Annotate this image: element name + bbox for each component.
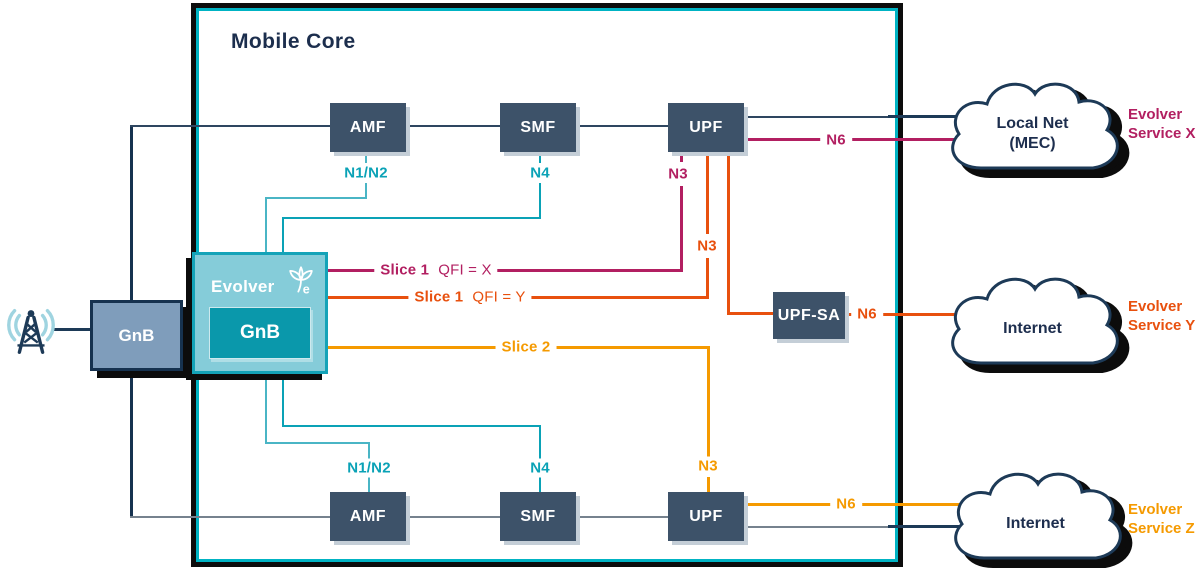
node-upf-top: UPF: [668, 103, 744, 152]
connector-slice1y: [706, 152, 709, 234]
node-smf-top: SMF: [500, 103, 576, 152]
cloud-local-net: Local Net (MEC): [935, 68, 1130, 200]
connector-n4-bottom: [282, 425, 541, 427]
node-upf-bottom: UPF: [668, 492, 744, 541]
label-slice1-qfi-y: Slice 1 QFI = Y: [408, 287, 532, 307]
cloud-label: Internet: [1003, 320, 1062, 337]
connector-n4-top: [539, 183, 541, 219]
label-n3-top-x: N3: [662, 164, 694, 184]
label-slice2: Slice 2: [495, 337, 557, 357]
node-label: AMF: [349, 118, 387, 136]
evolver-sprout-logo-icon: e: [283, 260, 319, 303]
connector-n4-bottom: [539, 425, 541, 459]
connector-n6-top: [744, 138, 962, 141]
node-label: UPF-SA: [777, 306, 841, 324]
connector-n4-top: [282, 217, 541, 219]
connector-n1n2-bottom: [368, 442, 370, 459]
connector-n1n2-top: [265, 197, 267, 252]
connector-upf-to-upfsa: [727, 312, 773, 315]
connector-n4-bottom: [282, 368, 284, 427]
label-n6-top: N6: [820, 130, 852, 150]
connector-slice1y: [706, 258, 709, 299]
connector-top-row: [130, 125, 702, 127]
label-n6-mid: N6: [851, 304, 883, 324]
label-n4-top: N4: [524, 163, 556, 183]
connector-n4-bottom: [539, 477, 541, 492]
connector-upf-top-right: [744, 116, 890, 118]
node-amf-top: AMF: [330, 103, 406, 152]
service-line: Service Y: [1128, 316, 1196, 334]
service-line: Evolver: [1128, 501, 1183, 518]
label-evolver-service-z: Evolver Service Z: [1128, 501, 1195, 539]
label-evolver-service-x: Evolver Service X: [1128, 106, 1196, 144]
label-n1n2-top: N1/N2: [338, 163, 394, 183]
connector-n6-mid: [845, 313, 963, 316]
connector-n1n2-bottom: [265, 442, 370, 444]
connector-n4-top: [282, 217, 284, 252]
cloud-label: (MEC): [1009, 135, 1056, 152]
node-gnb-inner: GnB: [209, 307, 311, 359]
connector-bottom-row: [130, 516, 702, 518]
node-label: UPF: [689, 118, 723, 136]
connector-upf-bottom-right: [744, 526, 890, 528]
node-label: AMF: [349, 507, 387, 525]
slice-detail: QFI = Y: [472, 288, 526, 306]
slice-detail: QFI = X: [438, 261, 492, 279]
mobile-core-title: Mobile Core: [231, 30, 356, 53]
connector-upf-to-upfsa: [727, 152, 730, 315]
label-evolver-service-y: Evolver Service Y: [1128, 298, 1195, 336]
connector-n1n2-top: [365, 152, 367, 163]
service-line: Service X: [1128, 124, 1196, 142]
connector-slice1x: [322, 269, 683, 272]
label-slice1-qfi-x: Slice 1 QFI = X: [374, 260, 498, 280]
label-n3-top-y: N3: [691, 236, 723, 256]
slice-name: Slice 2: [501, 338, 551, 356]
svg-text:e: e: [303, 282, 310, 296]
cloud-internet-bottom: Internet: [938, 458, 1133, 581]
node-amf-bottom: AMF: [330, 492, 406, 541]
service-line: Evolver: [1128, 298, 1183, 315]
label-n6-bottom: N6: [830, 494, 862, 514]
connector-border-to-internet-bottom: [888, 525, 968, 528]
cloud-label: Local Net: [996, 115, 1069, 132]
label-n1n2-bottom: N1/N2: [341, 458, 397, 478]
node-evolver: Evolver e GnB: [192, 252, 328, 374]
connector-slice1x: [680, 152, 683, 162]
radio-tower-icon: [2, 302, 60, 363]
slice-name: Slice 1: [414, 288, 464, 306]
label-n4-bottom: N4: [524, 458, 556, 478]
connector-n1n2-top: [265, 197, 367, 199]
cloud-internet-mid: Internet: [935, 263, 1130, 395]
evolver-title: Evolver: [211, 277, 275, 296]
connector-slice2: [707, 477, 710, 492]
connector-antenna-gnb: [52, 328, 92, 331]
service-line: Service Z: [1128, 519, 1195, 537]
node-smf-bottom: SMF: [500, 492, 576, 541]
slice-name: Slice 1: [380, 261, 430, 279]
node-label: SMF: [520, 507, 556, 525]
connector-border-to-localnet: [888, 115, 968, 118]
label-n3-bottom: N3: [692, 456, 724, 476]
node-label: UPF: [689, 507, 723, 525]
node-label: GnB: [118, 325, 155, 345]
connector-slice2: [707, 346, 710, 457]
node-upf-sa: UPF-SA: [773, 292, 845, 339]
service-line: Evolver: [1128, 106, 1183, 123]
node-gnb-left: GnB: [90, 300, 183, 371]
connector-gnb-to-top-row: [130, 125, 133, 302]
cloud-label: Internet: [1006, 515, 1065, 532]
connector-gnb-to-bottom-row: [130, 363, 133, 518]
connector-n1n2-top: [365, 183, 367, 199]
connector-n1n2-bottom: [368, 477, 370, 492]
node-label: GnB: [239, 322, 281, 343]
connector-n4-top: [539, 152, 541, 163]
connector-n1n2-bottom: [265, 368, 267, 444]
node-label: SMF: [520, 118, 556, 136]
connector-slice1x: [680, 186, 683, 272]
